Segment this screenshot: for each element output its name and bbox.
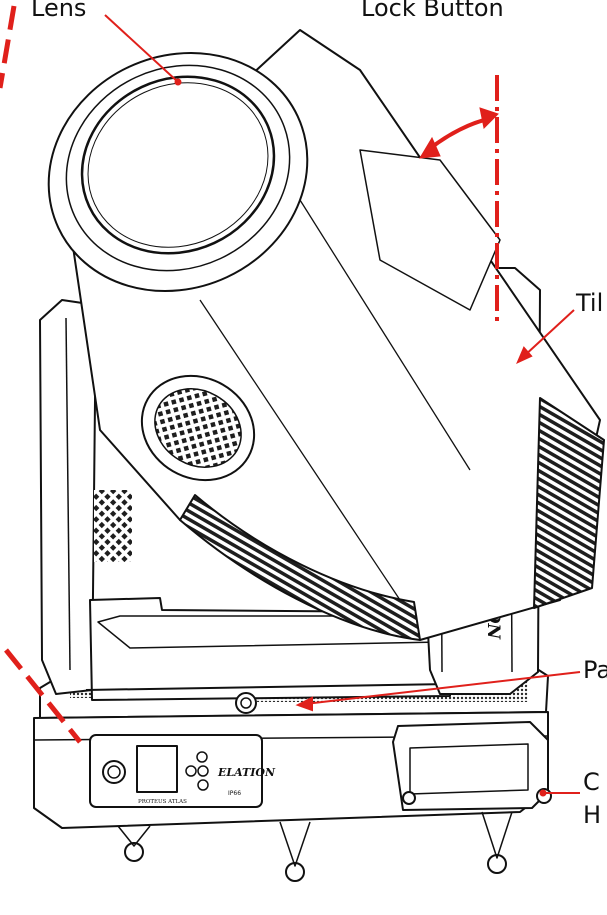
tilt-axis — [419, 75, 499, 322]
head-cooling-fins — [179, 494, 421, 641]
callout-carry-1: C — [583, 768, 600, 796]
callout-tilt: Til — [576, 289, 604, 317]
tilt-arrow — [426, 116, 493, 152]
lcd-display — [136, 745, 178, 793]
ip-rating: IP66 — [228, 790, 241, 797]
pan-axis — [0, 5, 82, 744]
lens-glass — [80, 75, 276, 255]
model-name: PROTEUS ATLAS — [138, 799, 187, 805]
callout-leaders — [104, 14, 581, 797]
foot-clamp-left — [124, 842, 144, 862]
menu-enter-button — [197, 765, 209, 777]
menu-up-button — [196, 751, 208, 763]
callout-carry-2: H — [583, 801, 602, 829]
callout-pan: Pa — [583, 656, 607, 684]
foot-clamp-right — [487, 854, 507, 874]
power-button-icon — [102, 760, 126, 784]
menu-left-button — [185, 765, 197, 777]
callout-lock-button: Lock Button — [361, 0, 504, 22]
foot-clamp-mid — [285, 862, 305, 882]
callout-lens: Lens — [31, 0, 87, 22]
yoke-left-vents — [94, 490, 132, 562]
base-logo: ELATION — [217, 766, 276, 779]
menu-down-button — [197, 779, 209, 791]
head-side-fins — [533, 397, 605, 609]
fixture-head — [47, 29, 605, 641]
